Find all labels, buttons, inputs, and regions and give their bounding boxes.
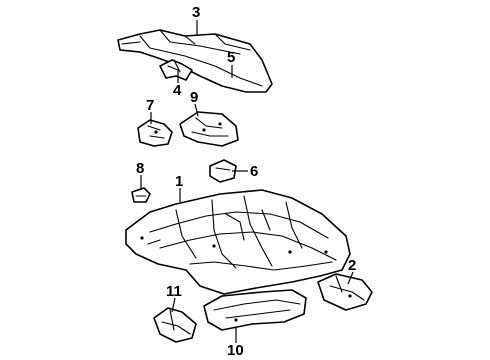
bracket-6-part (209, 159, 237, 183)
bracket-11-part (153, 307, 197, 343)
rear-floor-10-part (203, 289, 307, 331)
callout-3: 3 (192, 4, 200, 21)
callout-7: 7 (146, 97, 154, 114)
callout-11: 11 (166, 283, 182, 300)
rail-bracket-part (159, 59, 193, 81)
reinforcement-2-part (317, 273, 373, 311)
callout-1: 1 (175, 173, 183, 190)
callout-5: 5 (227, 49, 235, 66)
bracket-7-part (137, 119, 173, 147)
leader-lines (140, 20, 354, 343)
rail-crossmember-part (117, 29, 273, 93)
bracket-8-part (131, 187, 151, 203)
callout-9: 9 (190, 89, 198, 106)
callout-6: 6 (250, 163, 258, 180)
callout-4: 4 (173, 82, 182, 99)
callout-2: 2 (348, 257, 356, 274)
callout-8: 8 (136, 160, 144, 177)
callout-10: 10 (227, 342, 244, 359)
callout-labels: 3 5 4 7 9 6 8 1 2 11 10 (136, 4, 356, 359)
floor-pan-part (125, 189, 351, 295)
bracket-9-part (179, 111, 239, 147)
